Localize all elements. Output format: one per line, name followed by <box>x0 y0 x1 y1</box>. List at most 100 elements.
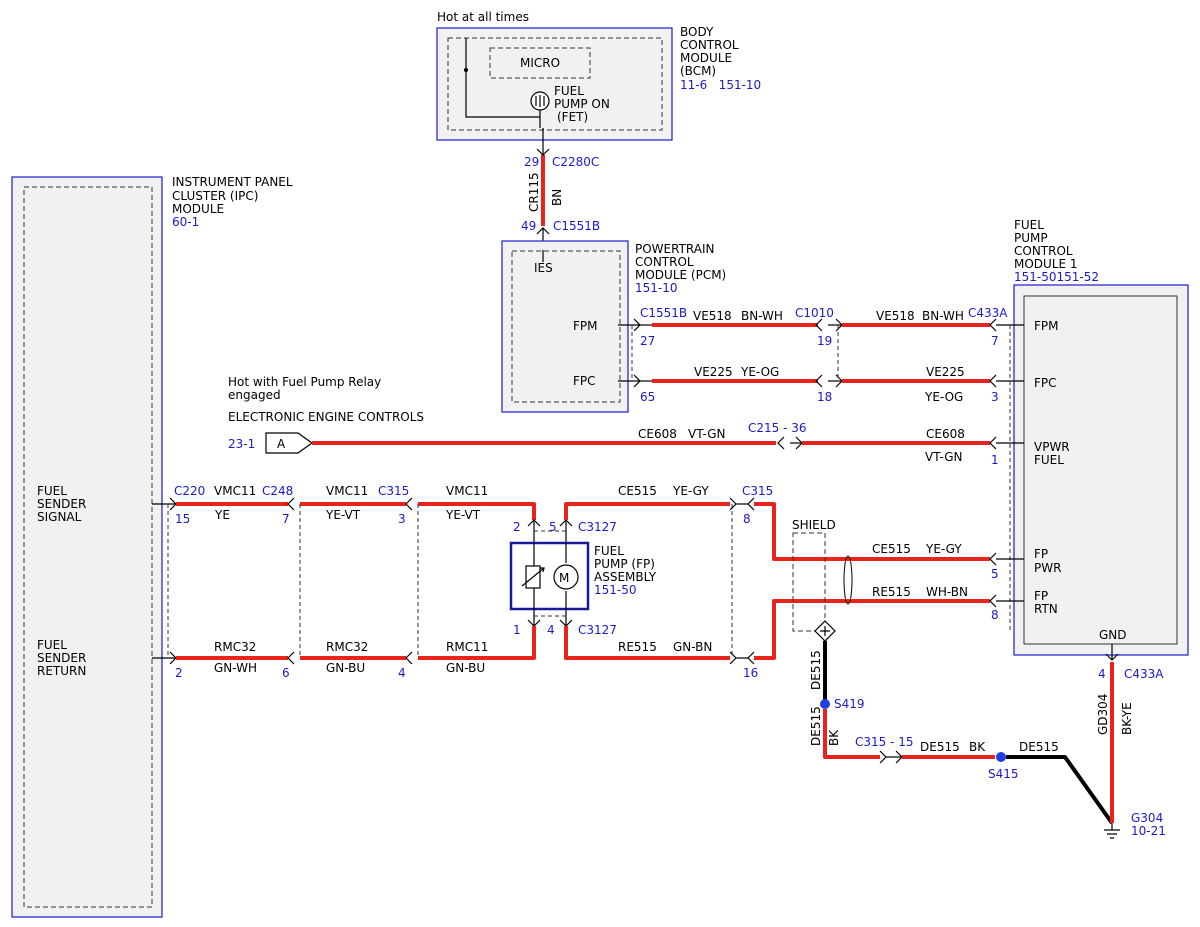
rmc32-a-color: GN-WH <box>214 661 257 675</box>
connector-a-label: A <box>277 437 286 451</box>
c315-b-connector: C315 <box>742 484 773 498</box>
vmc11-a-color: YE <box>214 508 230 522</box>
bcm-title-1: BODY <box>680 25 714 39</box>
cr115-label: CR115 <box>527 172 541 212</box>
pin-19: 19 <box>817 334 832 348</box>
pin-27: 27 <box>640 334 655 348</box>
c1010-connector: C1010 <box>795 306 834 320</box>
fpcm-fpc-label: FPC <box>1034 376 1057 390</box>
fuel-sender-return-2: SENDER <box>37 651 86 665</box>
ce608-a-circuit: CE608 <box>638 427 677 441</box>
vmc11-c-circuit: VMC11 <box>446 484 488 498</box>
vmc11-c-color: YE-VT <box>445 508 481 522</box>
rmc32-a-circuit: RMC32 <box>214 640 256 654</box>
ce608-b-circuit: CE608 <box>926 427 965 441</box>
de515-b-label: DE515 <box>809 706 823 746</box>
ve225-b-color: YE-OG <box>924 390 963 404</box>
g304-label: G304 <box>1131 811 1163 825</box>
rmc32-b-color: GN-BU <box>326 661 365 675</box>
pin-18: 18 <box>817 390 832 404</box>
fuel-sender-signal-2: SENDER <box>37 497 86 511</box>
fpcm-fp-rtn-1: FP <box>1034 589 1048 603</box>
gd304-label: GD304 <box>1096 694 1110 735</box>
ipc-ref: 60-1 <box>172 215 199 229</box>
bcm-ref: 11-6 151-10 <box>680 78 761 92</box>
eec-label: ELECTRONIC ENGINE CONTROLS <box>228 410 424 424</box>
fpcm-module <box>1013 284 1189 656</box>
ce515-b-color: YE-GY <box>925 542 962 556</box>
connector-a <box>265 432 314 454</box>
pin-4-c315: 4 <box>398 666 406 680</box>
ipc-title-3: MODULE <box>172 202 224 216</box>
pin-8-fpcm: 8 <box>991 608 999 622</box>
c1551b-fpm-connector: C1551B <box>640 306 687 320</box>
pcm-title-2: CONTROL <box>635 255 694 269</box>
motor-label: M <box>559 571 569 585</box>
g304-ref: 10-21 <box>1131 824 1166 838</box>
pin-1-vpwr: 1 <box>991 453 999 467</box>
pin-2-c220: 2 <box>175 666 183 680</box>
wire-ce515-b <box>754 502 990 561</box>
fpcm-title-3: CONTROL <box>1014 244 1073 258</box>
bcm-module: MICRO FUEL PUMP ON (FET) <box>436 27 673 141</box>
ve225-a-circuit: VE225 <box>694 365 733 379</box>
fp-title-3: ASSEMBLY <box>594 570 657 584</box>
eec-ref: 23-1 <box>228 437 255 451</box>
bn-label: BN <box>550 189 564 206</box>
c433a-bot-connector: C433A <box>1124 667 1164 681</box>
re515-a-circuit: RE515 <box>872 585 911 599</box>
de515-c-label: DE515 <box>920 740 960 754</box>
ground-icon <box>1104 823 1120 839</box>
fpcm-fp-pwr-2: PWR <box>1034 561 1061 575</box>
c3127-bot-connector: C3127 <box>578 623 617 637</box>
fuel-pump-on-label-1: FUEL <box>554 84 584 98</box>
ce515-a-color: YE-GY <box>672 484 709 498</box>
c248-connector: C248 <box>262 484 293 498</box>
fpcm-title-2: PUMP <box>1014 231 1048 245</box>
ve518-b-circuit: VE518 <box>876 309 915 323</box>
ce515-a-circuit: CE515 <box>618 484 657 498</box>
ipc-title-2: CLUSTER (IPC) <box>172 189 258 203</box>
pcm-fpc-label: FPC <box>573 374 596 388</box>
fuel-pump-assembly: M <box>509 519 590 627</box>
ve518-a-circuit: VE518 <box>693 309 732 323</box>
bcm-title-3: MODULE <box>680 51 732 65</box>
pcm-module <box>501 240 629 413</box>
pin-16: 16 <box>743 666 758 680</box>
fpcm-title-1: FUEL <box>1014 218 1044 232</box>
pin-6-c248: 6 <box>282 666 290 680</box>
pin-5-top: 5 <box>549 520 557 534</box>
shield-label: SHIELD <box>792 518 836 532</box>
pin-3-fpc: 3 <box>991 390 999 404</box>
ipc-title-1: INSTRUMENT PANEL <box>172 175 293 189</box>
fuel-sender-signal-1: FUEL <box>37 484 67 498</box>
ve225-b-circuit: VE225 <box>926 365 965 379</box>
vmc11-b-circuit: VMC11 <box>326 484 368 498</box>
c2280c-connector: C2280C <box>552 155 599 169</box>
ve225-a-color: YE-OG <box>740 365 779 379</box>
shield-box <box>792 532 826 632</box>
twisted-pair-icon <box>843 555 853 605</box>
hot-relay-label-2: engaged <box>228 388 281 402</box>
rmc11-circuit: RMC11 <box>446 640 488 654</box>
motor-icon <box>553 564 579 590</box>
wire-de515-b <box>823 709 880 759</box>
re515-b-color: GN-BN <box>673 640 712 654</box>
pin-5-fpcm: 5 <box>991 567 999 581</box>
fuel-sender-signal-3: SIGNAL <box>37 510 82 524</box>
pin-7-c248: 7 <box>282 512 290 526</box>
ies-label: IES <box>534 261 553 275</box>
fuel-sender-return-3: RETURN <box>37 664 86 678</box>
bcm-title-4: (BCM) <box>680 64 716 78</box>
pcm-title-3: MODULE (PCM) <box>635 268 726 282</box>
wire-re515-a <box>754 599 990 660</box>
pcm-title-1: POWERTRAIN <box>635 242 715 256</box>
fpcm-fpm-label: FPM <box>1034 319 1059 333</box>
fpcm-fp-pwr-1: FP <box>1034 547 1048 561</box>
pin-2-top: 2 <box>513 520 521 534</box>
fpcm-title-4: MODULE 1 <box>1014 257 1078 271</box>
de515-d-label: DE515 <box>1019 740 1059 754</box>
pin-15: 15 <box>175 512 190 526</box>
fpcm-gnd-label: GND <box>1099 628 1127 642</box>
